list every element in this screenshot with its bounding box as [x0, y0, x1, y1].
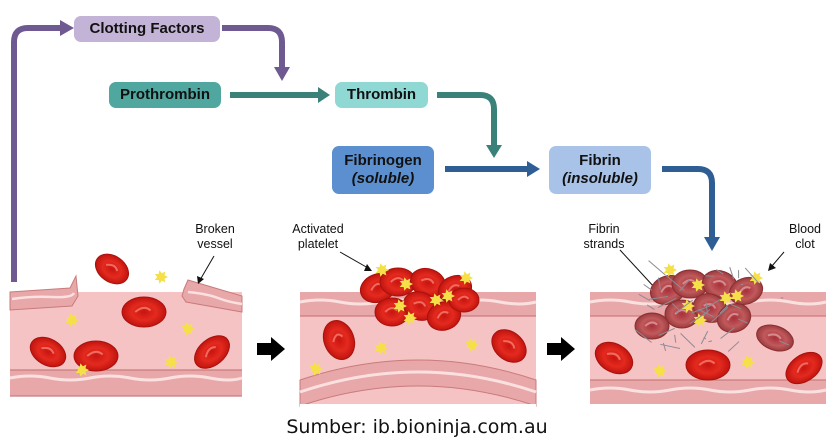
step-arrow-1 — [257, 337, 285, 361]
platelet — [65, 313, 79, 327]
red-blood-cell — [594, 341, 634, 375]
red-blood-cell — [448, 287, 480, 313]
source-caption: Sumber: ib.bioninja.com.au — [286, 416, 548, 438]
red-blood-cell — [29, 336, 67, 368]
fibrinogen-label: Fibrinogen — [344, 152, 422, 169]
platelet — [75, 363, 89, 377]
clotted-red-blood-cell — [716, 303, 752, 333]
platelet — [730, 289, 744, 303]
clotting-factors-box: Clotting Factors — [74, 16, 220, 42]
clotting-factors-label: Clotting Factors — [89, 20, 205, 37]
blood-clot-label: Blood clot — [789, 222, 821, 251]
red-blood-cell — [94, 253, 130, 285]
platelet — [393, 299, 407, 313]
thrombin-box: Thrombin — [335, 82, 428, 108]
platelet — [749, 271, 763, 285]
red-blood-cell — [73, 340, 119, 372]
red-blood-cell — [491, 329, 527, 363]
platelet — [465, 338, 479, 352]
red-blood-cell — [194, 335, 230, 369]
fibrin-to-clot-arrow — [662, 166, 720, 251]
platelet — [154, 270, 168, 284]
platelet — [399, 277, 413, 291]
platelet — [681, 299, 695, 313]
thrombin-to-fibrin-arrow — [437, 92, 502, 158]
platelet — [693, 313, 707, 327]
platelet — [403, 311, 417, 325]
platelet — [374, 341, 388, 355]
fibrinogen-box: Fibrinogen (soluble) — [332, 146, 434, 194]
clotted-red-blood-cell — [634, 312, 670, 340]
platelet — [663, 263, 677, 277]
platelet — [653, 364, 667, 378]
clotting-to-thrombin-arrow — [222, 25, 290, 81]
red-blood-cell — [785, 351, 823, 385]
platelet — [441, 289, 455, 303]
platelet — [181, 322, 195, 336]
fibrin-state: (insoluble) — [562, 170, 638, 187]
platelet — [691, 278, 705, 292]
platelet — [429, 293, 443, 307]
red-blood-cell — [121, 296, 167, 328]
platelet — [375, 263, 389, 277]
clotting-input-arrow — [11, 20, 74, 282]
fibrin-label: Fibrin — [579, 152, 621, 169]
activated-platelet-label: Activated platelet — [292, 222, 344, 251]
platelet — [309, 362, 323, 376]
red-blood-cell — [322, 320, 356, 360]
red-blood-cell — [685, 349, 731, 381]
broken-vessel-label: Broken vessel — [195, 222, 235, 251]
fibrinogen-state: (soluble) — [351, 170, 415, 187]
platelet — [719, 291, 733, 305]
platelet — [459, 271, 473, 285]
prothrombin-label: Prothrombin — [120, 86, 210, 103]
fibrin-strands — [634, 260, 790, 352]
step-arrow-2 — [547, 337, 575, 361]
prothrombin-box: Prothrombin — [109, 82, 221, 108]
prothrombin-to-thrombin-arrow — [230, 87, 330, 103]
clotted-red-blood-cell — [756, 324, 794, 352]
fibrin-strands-label: Fibrin strands — [583, 222, 625, 251]
fibrinogen-to-fibrin-arrow — [445, 161, 540, 177]
thrombin-label: Thrombin — [346, 86, 417, 103]
platelet — [741, 355, 755, 369]
platelet — [164, 355, 178, 369]
fibrin-box: Fibrin (insoluble) — [549, 146, 651, 194]
